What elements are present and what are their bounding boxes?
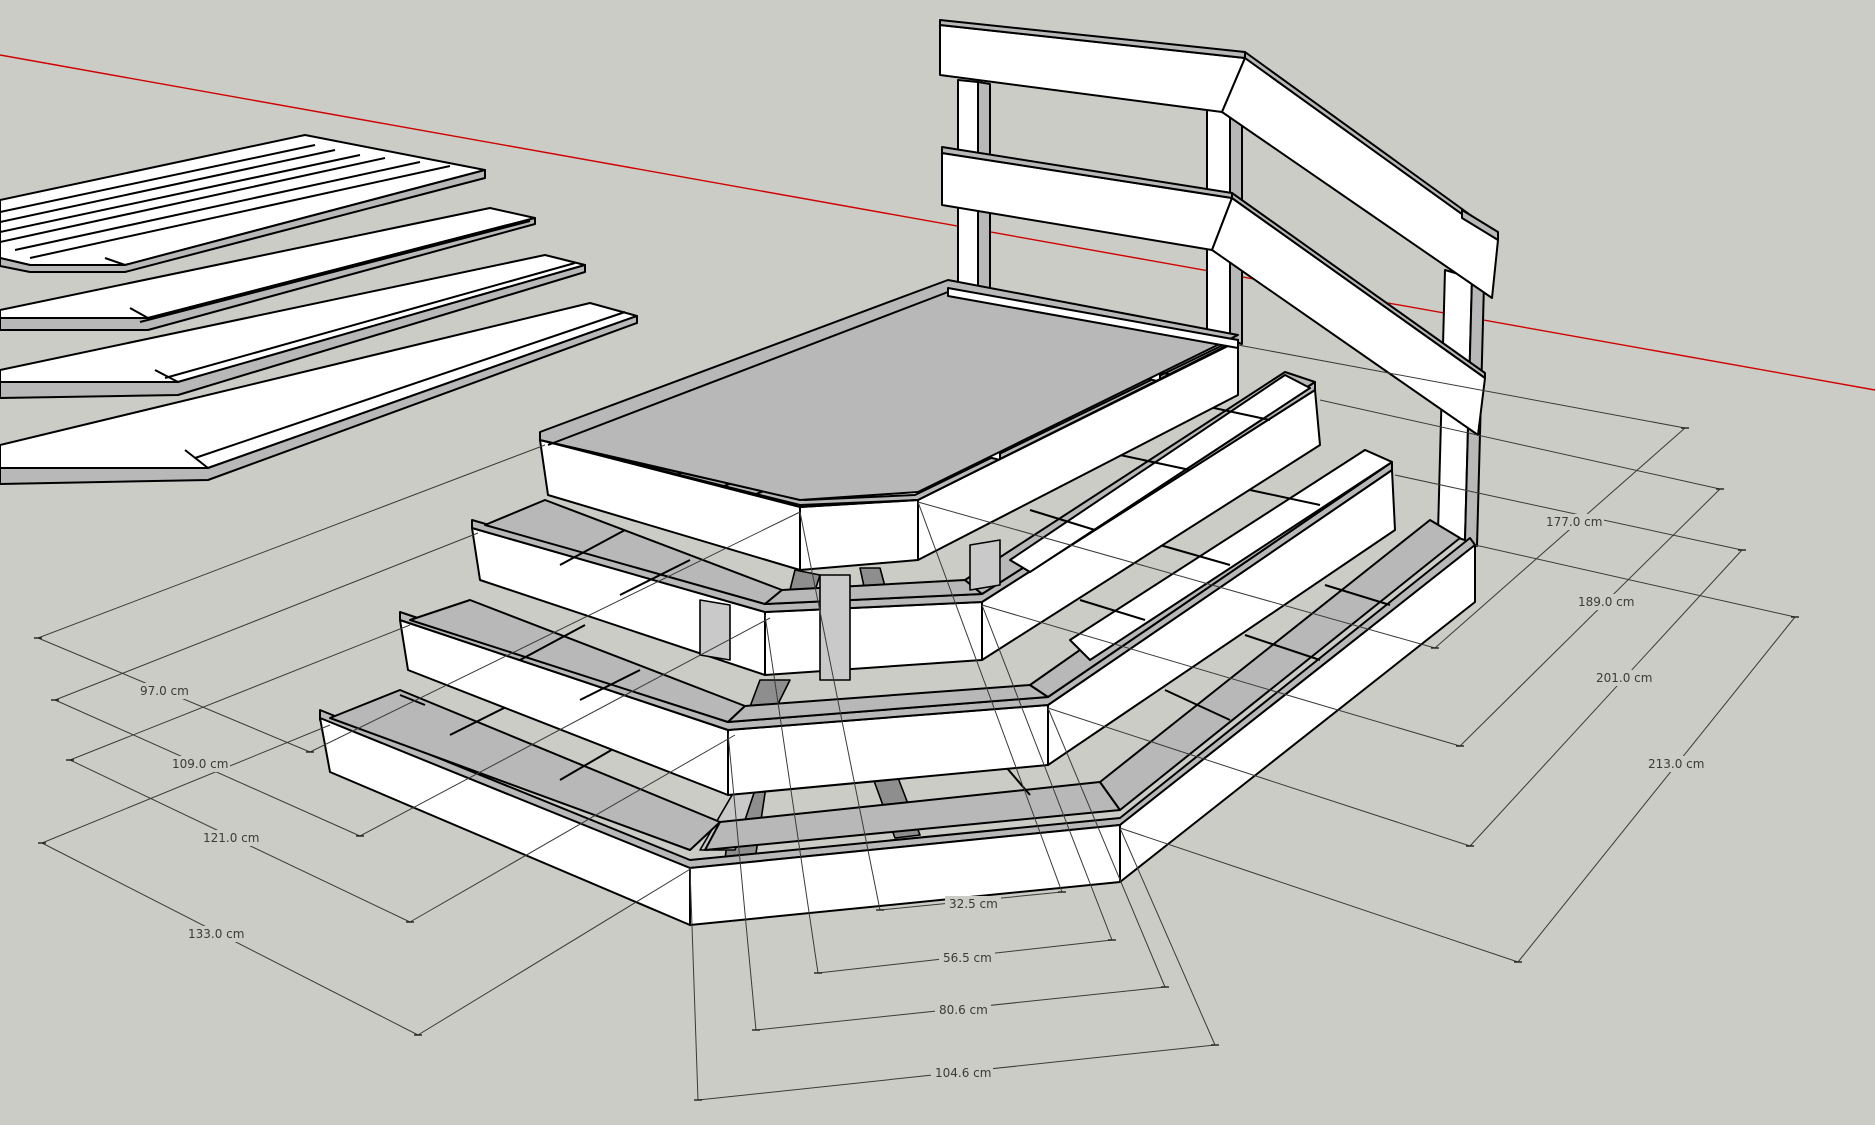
- handrail[interactable]: [939, 19, 1499, 547]
- staircase[interactable]: [319, 279, 1476, 926]
- dim-label-right-2: 189.0 cm: [1578, 595, 1634, 609]
- dim-label-right-1: 177.0 cm: [1546, 515, 1602, 529]
- dim-label-left-4: 133.0 cm: [188, 927, 244, 941]
- dim-label-front-2: 56.5 cm: [943, 951, 992, 965]
- stacked-deck-boards[interactable]: [0, 134, 638, 485]
- dim-label-left-1: 97.0 cm: [140, 684, 189, 698]
- dim-label-front-1: 32.5 cm: [949, 897, 998, 911]
- dim-label-left-3: 121.0 cm: [203, 831, 259, 845]
- dimension-lines: [34, 344, 1799, 1101]
- dim-label-front-3: 80.6 cm: [939, 1003, 988, 1017]
- dim-label-right-4: 213.0 cm: [1648, 757, 1704, 771]
- red-axis-line: [0, 54, 1875, 391]
- dim-label-right-3: 201.0 cm: [1596, 671, 1652, 685]
- dim-label-left-2: 109.0 cm: [172, 757, 228, 771]
- dim-label-front-4: 104.6 cm: [935, 1066, 991, 1080]
- dimension-labels: 97.0 cm 109.0 cm 121.0 cm 133.0 cm 177.0…: [136, 514, 1706, 1081]
